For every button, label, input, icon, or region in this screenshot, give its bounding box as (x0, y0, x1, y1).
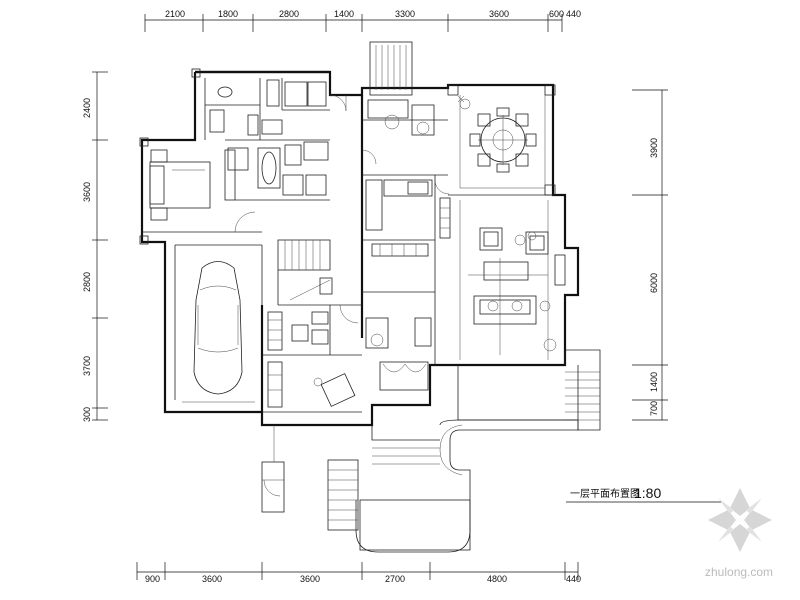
dim-bottom-1: 900 (145, 574, 160, 584)
dim-top-7: 600 (549, 9, 564, 19)
dim-top-1: 2100 (165, 9, 185, 19)
dim-bottom-3: 3600 (300, 574, 320, 584)
living-room (448, 194, 566, 360)
bedroom (142, 149, 262, 233)
dim-top-8: 440 (566, 9, 581, 19)
dim-right-1: 3900 (649, 138, 659, 158)
entry-stair (369, 41, 413, 96)
top-dimension-chain: 2100 1800 2800 1400 3300 3600 600 440 (144, 9, 581, 32)
drawing-title: 一层平面布置图 1:80 (566, 485, 722, 503)
dim-top-3: 2800 (279, 9, 299, 19)
right-dimension-chain: 3900 6000 1400 700 (632, 89, 668, 421)
left-dimension-chain: 2400 3600 2800 3700 300 (82, 71, 108, 422)
dim-left-1: 2400 (82, 98, 92, 118)
study (262, 304, 362, 413)
dim-right-3: 1400 (649, 372, 659, 392)
title-scale: 1:80 (634, 485, 661, 501)
dim-top-4: 1400 (334, 9, 354, 19)
dining-area (457, 95, 546, 189)
watermark-logo-icon (708, 488, 772, 552)
kitchen (361, 99, 451, 391)
dim-left-3: 2800 (82, 272, 92, 292)
garage (174, 244, 263, 403)
interior-stair (277, 239, 362, 306)
dim-top-6: 3600 (489, 9, 509, 19)
dim-bottom-5: 4800 (487, 574, 507, 584)
dim-top-2: 1800 (218, 9, 238, 19)
dim-left-2: 3600 (82, 182, 92, 202)
entrance-steps (261, 419, 579, 553)
dim-bottom-4: 2700 (385, 574, 405, 584)
dim-right-2: 6000 (649, 273, 659, 293)
title-label: 一层平面布置图 (570, 488, 640, 500)
watermark-text: zhulong.com (705, 565, 773, 579)
dim-left-5: 300 (82, 407, 92, 422)
front-terrace (457, 349, 601, 431)
dim-top-5: 3300 (395, 9, 415, 19)
bottom-dimension-chain: 900 3600 3600 2700 4800 440 (136, 562, 581, 584)
dim-right-4: 700 (649, 401, 659, 416)
bathroom-block (204, 78, 347, 201)
dim-left-4: 3700 (82, 356, 92, 376)
watermark: zhulong.com (705, 488, 773, 579)
exterior-walls (139, 68, 580, 427)
dim-bottom-2: 3600 (202, 574, 222, 584)
dim-bottom-6: 440 (566, 574, 581, 584)
